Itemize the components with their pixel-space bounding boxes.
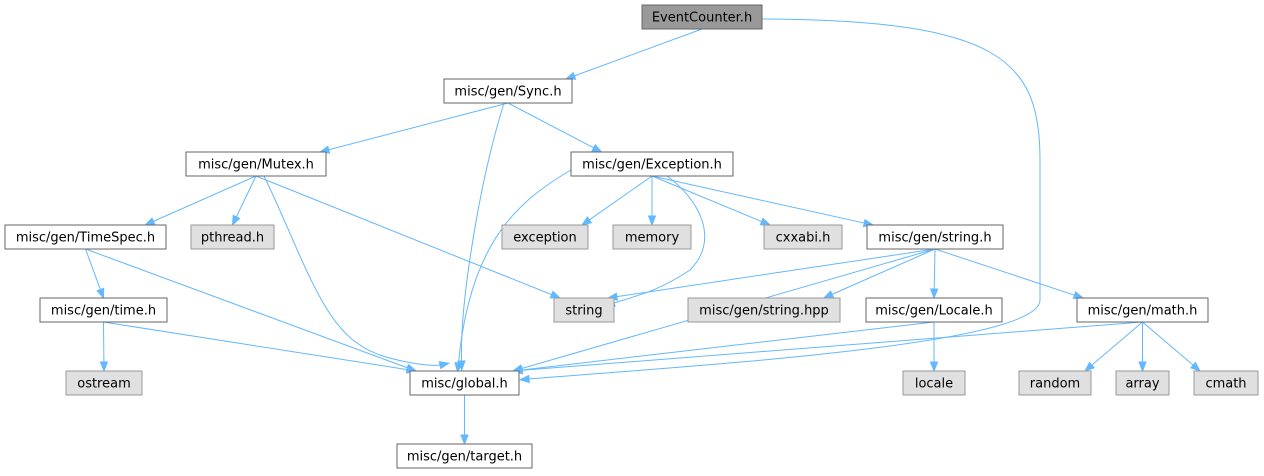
arrowhead: [454, 362, 463, 374]
arrowhead: [1072, 290, 1085, 300]
node-time[interactable]: misc/gen/time.h: [39, 297, 168, 323]
arrowhead: [1083, 361, 1095, 372]
edge-time-to-global: [103, 321, 418, 374]
edge-string_h-to-math: [934, 248, 1085, 300]
arrowhead: [591, 143, 603, 153]
node-locale[interactable]: locale: [902, 370, 966, 396]
edge-sync-to-exception_h: [507, 102, 603, 153]
node-exception-h[interactable]: misc/gen/Exception.h: [570, 151, 734, 177]
node-label: misc/gen/Locale.h: [875, 304, 993, 319]
node-cxxabi[interactable]: cxxabi.h: [763, 224, 843, 250]
node-timespec[interactable]: misc/gen/TimeSpec.h: [4, 224, 167, 250]
arrowhead: [929, 361, 939, 373]
node-cmath[interactable]: cmath: [1193, 370, 1259, 396]
arrowhead: [231, 214, 241, 227]
edge-mutex-to-global: [263, 175, 451, 370]
edge-string_h-to-string: [606, 248, 936, 301]
node-label: pthread.h: [201, 231, 264, 246]
node-mutex[interactable]: misc/gen/Mutex.h: [185, 151, 327, 177]
node-label: exception: [513, 231, 577, 246]
arrowhead: [549, 290, 562, 299]
node-label: string: [565, 304, 602, 319]
arrowhead: [518, 374, 530, 384]
node-label: misc/gen/time.h: [51, 304, 156, 319]
arrowhead: [460, 434, 469, 446]
edge-string_h-to-string_hpp: [822, 248, 936, 299]
node-label: EventCounter.h: [652, 11, 752, 26]
edge-global-to-target: [460, 395, 469, 446]
node-label: memory: [625, 231, 680, 246]
node-label: misc/global.h: [421, 377, 508, 392]
arrowhead: [99, 361, 109, 373]
node-string[interactable]: string: [553, 297, 615, 323]
node-random[interactable]: random: [1018, 370, 1092, 396]
node-label: cmath: [1205, 377, 1246, 392]
edge-event_counter-to-global: [518, 18, 1041, 384]
node-label: misc/gen/string.h: [878, 231, 991, 246]
arrowhead: [143, 217, 156, 226]
node-label: cxxabi.h: [776, 231, 831, 246]
node-exception[interactable]: exception: [501, 224, 589, 250]
arrowhead: [564, 71, 577, 80]
edge-timespec-to-time: [85, 248, 105, 300]
edge-exception_h-to-cxxabi: [651, 175, 772, 226]
node-label: misc/gen/Mutex.h: [198, 158, 314, 173]
node-target[interactable]: misc/gen/target.h: [396, 443, 533, 469]
node-event-counter[interactable]: EventCounter.h: [641, 4, 763, 30]
node-label: misc/gen/TimeSpec.h: [16, 231, 155, 246]
node-array[interactable]: array: [1115, 370, 1170, 396]
node-label: array: [1125, 377, 1159, 392]
edge-sync-to-mutex: [318, 102, 509, 154]
edge-event_counter-to-sync: [564, 28, 703, 80]
edge-math-to-global: [511, 321, 1143, 375]
edge-math-to-array: [1138, 322, 1147, 373]
edge-exception_h-to-exception: [580, 175, 653, 226]
edge-time-to-ostream: [99, 321, 109, 373]
arrowhead: [759, 217, 772, 226]
edge-math-to-random: [1083, 321, 1143, 372]
node-label: misc/gen/string.hpp: [699, 304, 829, 319]
node-label: misc/gen/Sync.h: [454, 85, 561, 100]
arrowhead: [647, 215, 657, 227]
node-pthread[interactable]: pthread.h: [190, 224, 275, 250]
edge-mutex-to-pthread: [231, 175, 257, 227]
edge-exception_h-to-memory: [647, 176, 657, 227]
edge-mutex-to-timespec: [143, 175, 257, 226]
node-string-h[interactable]: misc/gen/string.h: [866, 224, 1004, 250]
edge-locale_h-to-locale: [929, 322, 939, 373]
node-sync[interactable]: misc/gen/Sync.h: [443, 78, 573, 104]
arrowhead: [96, 287, 105, 300]
node-label: misc/gen/target.h: [407, 450, 522, 465]
edge-math-to-cmath: [1142, 321, 1202, 372]
arrowhead: [438, 360, 451, 370]
arrowhead: [1190, 361, 1202, 372]
node-label: misc/gen/Exception.h: [582, 158, 722, 173]
arrowhead: [929, 288, 939, 300]
node-string-hpp[interactable]: misc/gen/string.hpp: [687, 297, 841, 323]
node-label: random: [1030, 377, 1080, 392]
node-label: misc/gen/math.h: [1088, 304, 1198, 319]
arrowhead: [580, 216, 593, 226]
node-label: locale: [915, 377, 953, 392]
node-global[interactable]: misc/global.h: [409, 370, 520, 396]
node-memory[interactable]: memory: [612, 224, 692, 250]
edge-string_h-to-locale_h: [929, 248, 939, 300]
arrowhead: [1138, 361, 1147, 373]
node-label: ostream: [77, 377, 131, 392]
arrowhead: [822, 290, 835, 299]
node-math[interactable]: misc/gen/math.h: [1076, 297, 1209, 323]
edge-exception_h-to-global: [454, 169, 572, 374]
node-ostream[interactable]: ostream: [65, 370, 143, 396]
node-locale-h[interactable]: misc/gen/Locale.h: [865, 297, 1003, 323]
edge-layer: [85, 18, 1202, 446]
